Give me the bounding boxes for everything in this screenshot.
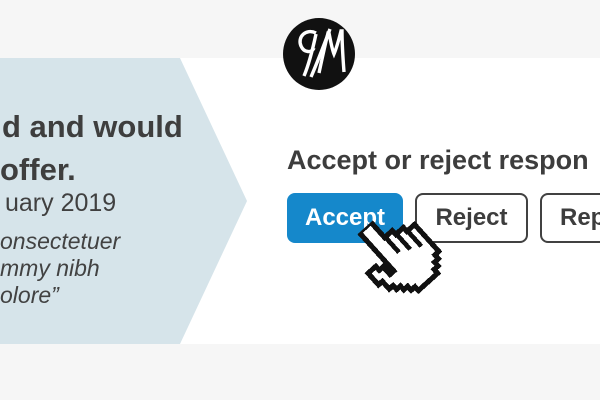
testimonial-headline-line1: d and would <box>2 109 183 144</box>
testimonial-quote-line2: mmy nibh <box>0 255 100 281</box>
testimonial-quote-line3: olore” <box>0 282 59 308</box>
bottom-background-strip <box>0 344 600 400</box>
testimonial-quote-line1: onsectetuer <box>0 228 121 254</box>
gm-monogram-icon <box>283 18 355 90</box>
testimonial-date: uary 2019 <box>5 189 117 217</box>
testimonial-headline-line2: offer. <box>0 152 76 187</box>
accept-button[interactable]: Accept <box>287 193 403 243</box>
action-button-row: Accept Reject Rep <box>287 193 600 243</box>
reject-button[interactable]: Reject <box>415 193 528 243</box>
section-heading: Accept or reject respon <box>287 145 589 175</box>
brand-logo: GM <box>283 18 355 90</box>
third-action-button[interactable]: Rep <box>540 193 600 243</box>
